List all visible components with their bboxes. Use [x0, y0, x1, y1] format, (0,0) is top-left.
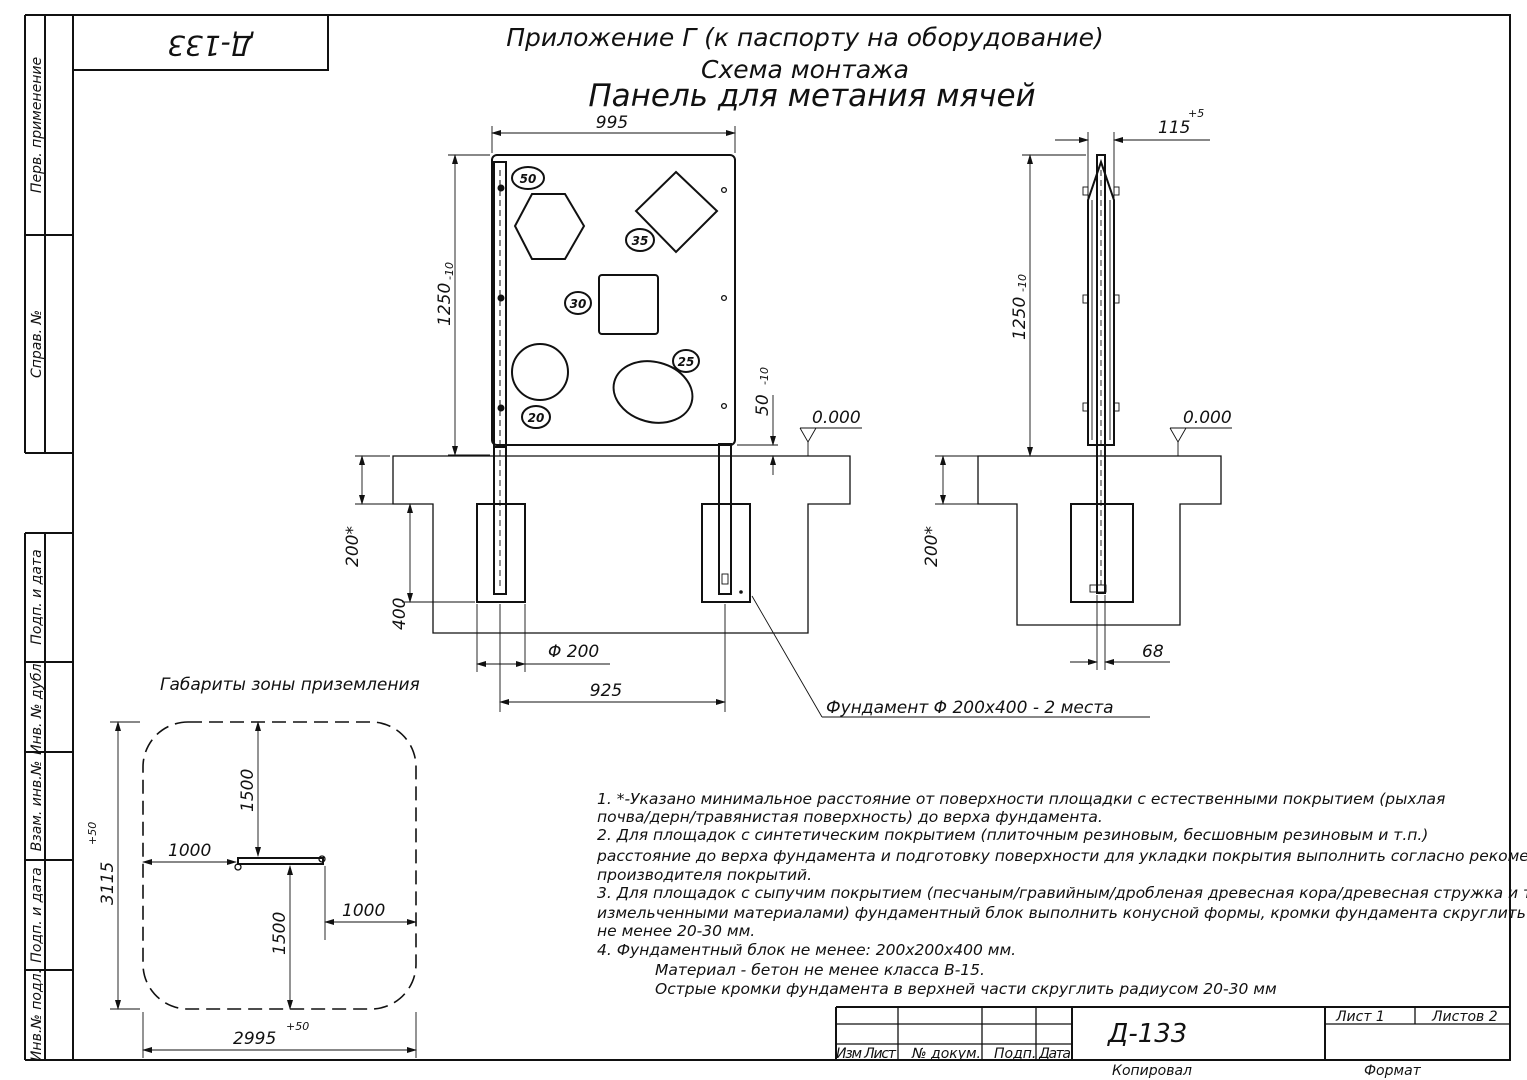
tb-izm-list: Изм Лист: [836, 1046, 897, 1062]
circle-target: [511, 343, 569, 401]
tb-sheet: Лист 1: [1335, 1009, 1385, 1025]
zone-height-dim: 3115: [98, 862, 118, 905]
dim-thickness-115: 115: [1158, 118, 1190, 138]
landing-zone: Габариты зоны приземления 3115 +50 2995 …: [86, 675, 420, 1058]
zone-outline: [142, 721, 417, 1010]
label-inv-no-dubl: Инв. № дубл.: [29, 659, 45, 755]
dim-depth-200: 200*: [343, 526, 363, 567]
side-ground-section: [977, 455, 1222, 626]
hexagon-target: [513, 193, 586, 260]
dim-diameter: Φ 200: [548, 642, 599, 662]
stamp-box: Д-133: [72, 14, 329, 71]
dim-depth-400: 400: [390, 598, 410, 630]
score-labels: 50 35 30 25 20: [511, 166, 700, 429]
title-line-3: Панель для метания мячей: [588, 78, 1035, 114]
dim-gap-tol: -10: [758, 367, 771, 385]
drawing-title: Приложение Г (к паспорту на оборудование…: [506, 23, 1104, 114]
oval-target: [612, 360, 694, 424]
dim-gap-50: 50: [753, 394, 773, 416]
dim-thickness-tol: +5: [1188, 107, 1204, 120]
dim-height-1250: 1250: [435, 283, 455, 326]
tb-data: Дата: [1038, 1046, 1071, 1062]
side-dim-depth-200: 200*: [922, 526, 942, 567]
zone-width-tol: +50: [286, 1020, 309, 1033]
side-labels: Перв. применение Справ. № Подп. и дата И…: [29, 57, 45, 1061]
note-line: измельченными материалами) фундаментный …: [597, 904, 1527, 922]
note-line: расстояние до верха фундамента и подгото…: [596, 847, 1527, 865]
label-inv-no-podl: Инв.№ подл.: [29, 969, 45, 1061]
label-podp-i-data-1: Подп. и дата: [29, 549, 45, 644]
notes: 1. *-Указано минимальное расстояние от п…: [596, 790, 1527, 998]
zone-height-tol: +50: [86, 822, 99, 845]
tb-format: Формат: [1364, 1063, 1422, 1079]
title-line-2: Схема монтажа: [701, 55, 909, 84]
level-mark: 0.000: [812, 408, 861, 428]
tb-kopiroval: Копировал: [1112, 1063, 1192, 1079]
sheet-frame: [24, 14, 1511, 1061]
label-podp-i-data-2: Подп. и дата: [29, 867, 45, 962]
note-line: 4. Фундаментный блок не менее: 200х200х4…: [597, 941, 1016, 959]
label-sprav-no: Справ. №: [29, 310, 45, 378]
zone-dim-bottom: 1500: [270, 912, 290, 955]
tb-n-dokum: № докум.: [911, 1046, 981, 1062]
note-line: 1. *-Указано минимальное расстояние от п…: [597, 790, 1445, 808]
note-line: Острые кромки фундамента в верхней части…: [655, 980, 1277, 998]
note-line: не менее 20-30 мм.: [597, 922, 755, 940]
title-block: Изм Лист № докум. Подп. Дата Д-133 Лист …: [835, 1006, 1510, 1079]
note-line: 3. Для площадок с сыпучим покрытием (пес…: [597, 884, 1527, 902]
side-dim-height-1250: 1250: [1010, 297, 1030, 340]
post-right: [718, 443, 732, 595]
post-left: [493, 161, 507, 595]
foundation-left: [476, 503, 526, 603]
dim-post-spacing: 925: [590, 681, 622, 701]
tb-sheets: Листов 2: [1431, 1009, 1498, 1025]
side-view: 115 +5 1250 -10 0.000 200* 68: [922, 107, 1232, 670]
front-view: 50 35 30 25 20 995 1250 -10 50 -10: [343, 113, 1150, 718]
zone-panel-plan: [237, 857, 324, 865]
dim-width-995: 995: [596, 113, 628, 133]
score-30: 30: [570, 297, 587, 311]
side-dim-post-68: 68: [1142, 642, 1164, 662]
stamp-code: Д-133: [167, 29, 254, 62]
foundation-right: [701, 503, 751, 603]
zone-width-dim: 2995: [233, 1029, 276, 1049]
note-line: почва/дерн/травянистая поверхность) до в…: [597, 808, 1103, 826]
tb-code: Д-133: [1107, 1019, 1187, 1049]
zone-dim-right: 1000: [342, 901, 385, 921]
square-target: [598, 274, 659, 335]
note-line: Материал - бетон не менее класса В-15.: [655, 961, 985, 979]
score-35: 35: [632, 234, 649, 248]
note-line: 2. Для площадок с синтетическим покрытие…: [597, 826, 1428, 844]
score-20: 20: [528, 411, 545, 425]
tb-podp: Подп.: [994, 1046, 1036, 1062]
zone-title: Габариты зоны приземления: [160, 675, 420, 695]
diamond-target: [634, 170, 719, 254]
dim-height-tol: -10: [443, 262, 456, 280]
note-line: производителя покрытий.: [597, 866, 812, 884]
foundation-note: Фундамент Φ 200х400 - 2 места: [826, 698, 1114, 718]
side-dim-height-tol: -10: [1016, 274, 1029, 292]
label-perv-primenenie: Перв. применение: [29, 57, 45, 193]
zone-dim-top: 1500: [238, 769, 258, 812]
side-foundation: [1070, 503, 1134, 603]
throwing-panel: [491, 154, 736, 446]
score-25: 25: [678, 355, 695, 369]
score-50: 50: [520, 172, 537, 186]
title-line-1: Приложение Г (к паспорту на оборудование…: [506, 23, 1104, 52]
zone-dim-left: 1000: [168, 841, 211, 861]
side-level-mark: 0.000: [1183, 408, 1232, 428]
label-vzam-inv-no: Взам. инв.№: [29, 761, 45, 852]
ground-section: [392, 455, 851, 634]
